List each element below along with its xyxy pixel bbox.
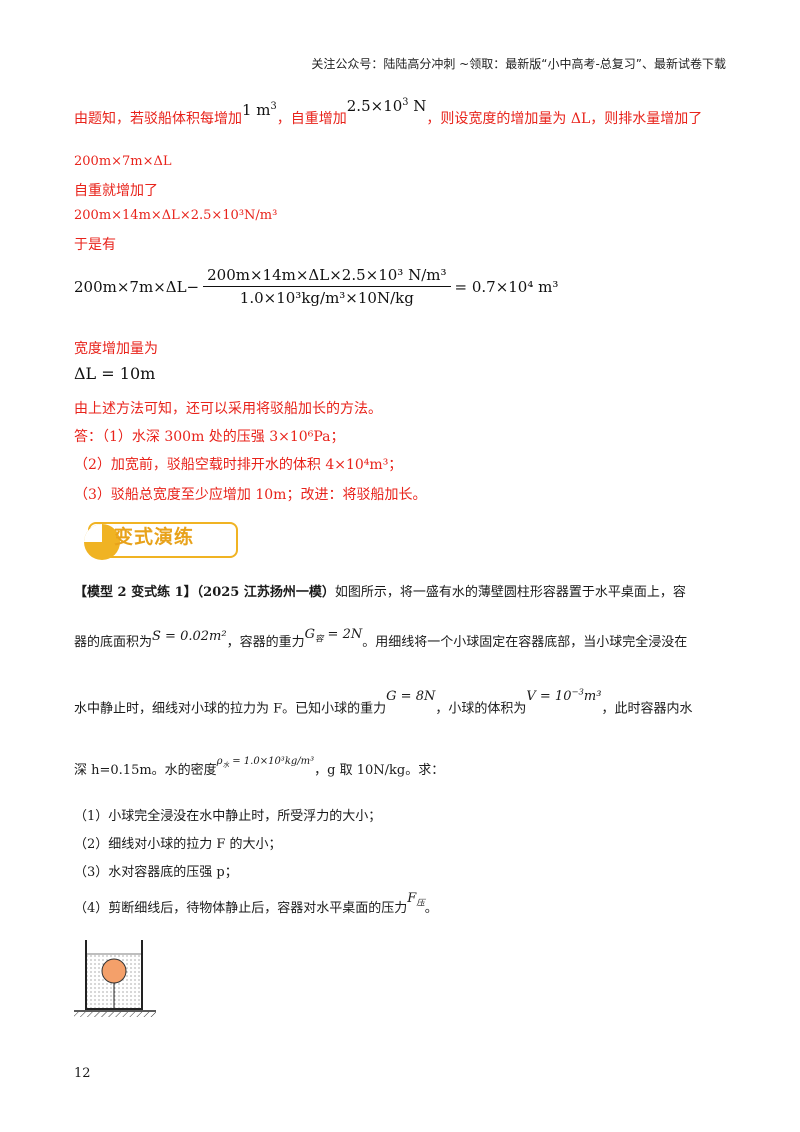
question-4: （4）剪断细线后，待物体静止后，容器对水平桌面的压力F压。 — [74, 892, 438, 917]
question-2: （2）细线对小球的拉力 F 的大小； — [74, 837, 282, 852]
equation-denominator: 1.0×10³kg/m³×10N/kg — [239, 289, 414, 307]
pressure-force: F压 — [407, 891, 425, 908]
weight-subscript: 容 — [314, 633, 324, 644]
problem-text: ，此时容器内水 — [601, 701, 693, 717]
problem-text: 如图所示，将一盛有水的薄壁圆柱形容器置于水平桌面上，容 — [334, 585, 686, 600]
force-symbol: F — [407, 891, 417, 906]
equation-right: = 0.7×10⁴ m³ — [454, 277, 559, 296]
solution-text: ，自重增加 — [276, 111, 347, 127]
problem-text: （4）剪断细线后，待物体静止后，容器对水平桌面的压力 — [74, 901, 408, 916]
weight-value: 2.5×103 N — [346, 97, 427, 115]
solution-line-8: 由上述方法可知，还可以采用将驳船加长的方法。 — [74, 401, 382, 417]
density-symbol: ρ — [216, 756, 223, 767]
volume-number: V = 10 — [526, 689, 572, 705]
weight-symbol: G — [304, 627, 315, 642]
banner-circle-icon — [84, 524, 120, 560]
solution-line-1: 由题知，若驳船体积每增加1 m3，自重增加2.5×103 N，则设宽度的增加量为… — [74, 97, 703, 128]
force-subscript: 压 — [416, 897, 425, 908]
weight-number: 2.5×10 — [346, 97, 403, 115]
problem-text: 。用细线将一个小球固定在容器底部，当小球完全浸没在 — [362, 635, 688, 650]
equation: 200m×7m×ΔL− 200m×14m×ΔL×2.5×10³ N/m³ 1.0… — [74, 266, 558, 307]
solution-text: 由题知，若驳船体积每增加 — [74, 111, 242, 127]
problem-line-3: 水中静止时，细线对小球的拉力为 F。已知小球的重力G = 8N，小球的体积为V … — [74, 688, 693, 717]
problem-text: ，g 取 10N/kg。求： — [314, 763, 445, 778]
answer-2: （2）加宽前，驳船空载时排开水的体积 4×10⁴m³； — [74, 457, 403, 473]
equation-fraction: 200m×14m×ΔL×2.5×10³ N/m³ 1.0×10³kg/m³×10… — [203, 266, 451, 307]
solution-line-2: 200m×7m×ΔL — [74, 154, 172, 169]
area-value: S = 0.02m² — [152, 629, 227, 644]
problem-tag: 【模型 2 变式练 1】（2025 江苏扬州一模） — [74, 585, 335, 600]
problem-line-1: 【模型 2 变式练 1】（2025 江苏扬州一模）如图所示，将一盛有水的薄壁圆柱… — [74, 586, 686, 599]
problem-text: ，容器的重力 — [226, 635, 305, 650]
equation-numerator: 200m×14m×ΔL×2.5×10³ N/m³ — [203, 266, 451, 287]
banner-label: 变式演练 — [114, 526, 195, 548]
equation-left: 200m×7m×ΔL− — [74, 277, 200, 296]
answer-3: （3）驳船总宽度至少应增加 10m；改进：将驳船加长。 — [74, 487, 427, 503]
question-1: （1）小球完全浸没在水中静止时，所受浮力的大小； — [74, 809, 382, 824]
question-3: （3）水对容器底的压强 p； — [74, 865, 238, 880]
solution-line-3: 自重就增加了 — [74, 183, 158, 199]
container-wall — [85, 940, 143, 1010]
density-subscript: 水 — [222, 761, 230, 769]
solution-line-4: 200m×14m×ΔL×2.5×10³N/m³ — [74, 208, 278, 223]
problem-line-2: 器的底面积为S = 0.02m²，容器的重力G容 = 2N。用细线将一个小球固定… — [74, 628, 688, 651]
ball-weight: G = 8N — [386, 689, 436, 705]
ball-volume: V = 10−3m³ — [526, 687, 602, 705]
problem-line-4: 深 h=0.15m。水的密度ρ水 = 1.0×10³kg/m³，g 取 10N/… — [74, 757, 445, 779]
weight-unit: N — [408, 97, 427, 115]
ball — [101, 958, 127, 984]
problem-text: 深 h=0.15m。水的密度 — [74, 763, 217, 778]
answer-1: 答：（1）水深 300m 处的压强 3×10⁶Pa； — [74, 429, 345, 445]
page-header: 关注公众号：陆陆高分冲刺 ~领取：最新版“小中高考-总复习”、最新试卷下载 — [311, 57, 726, 71]
problem-text: 水中静止时，细线对小球的拉力为 F。已知小球的重力 — [74, 701, 387, 717]
problem-text: 。 — [424, 901, 438, 916]
container-figure — [74, 940, 156, 1017]
water-density: ρ水 = 1.0×10³kg/m³ — [216, 756, 315, 769]
weight-number: = 2N — [323, 627, 363, 642]
solution-line-6: 宽度增加量为 — [74, 341, 158, 357]
solution-line-5: 于是有 — [74, 237, 116, 253]
section-banner: 变式演练 — [80, 520, 238, 560]
volume-unit: 1 m3 — [242, 101, 277, 119]
solution-text: ，则设宽度的增加量为 ΔL，则排水量增加了 — [426, 111, 703, 127]
problem-text: 器的底面积为 — [74, 635, 153, 650]
volume-value: 1 m — [242, 101, 271, 119]
container-weight: G容 = 2N — [304, 627, 363, 644]
table-hatch — [74, 1012, 156, 1017]
density-value: = 1.0×10³kg/m³ — [229, 756, 315, 767]
volume-unit: m³ — [583, 689, 602, 705]
solution-line-7: ΔL = 10m — [74, 364, 156, 383]
volume-exponent: −3 — [571, 687, 584, 697]
page-number: 12 — [74, 1066, 91, 1081]
problem-text: ，小球的体积为 — [435, 701, 527, 717]
